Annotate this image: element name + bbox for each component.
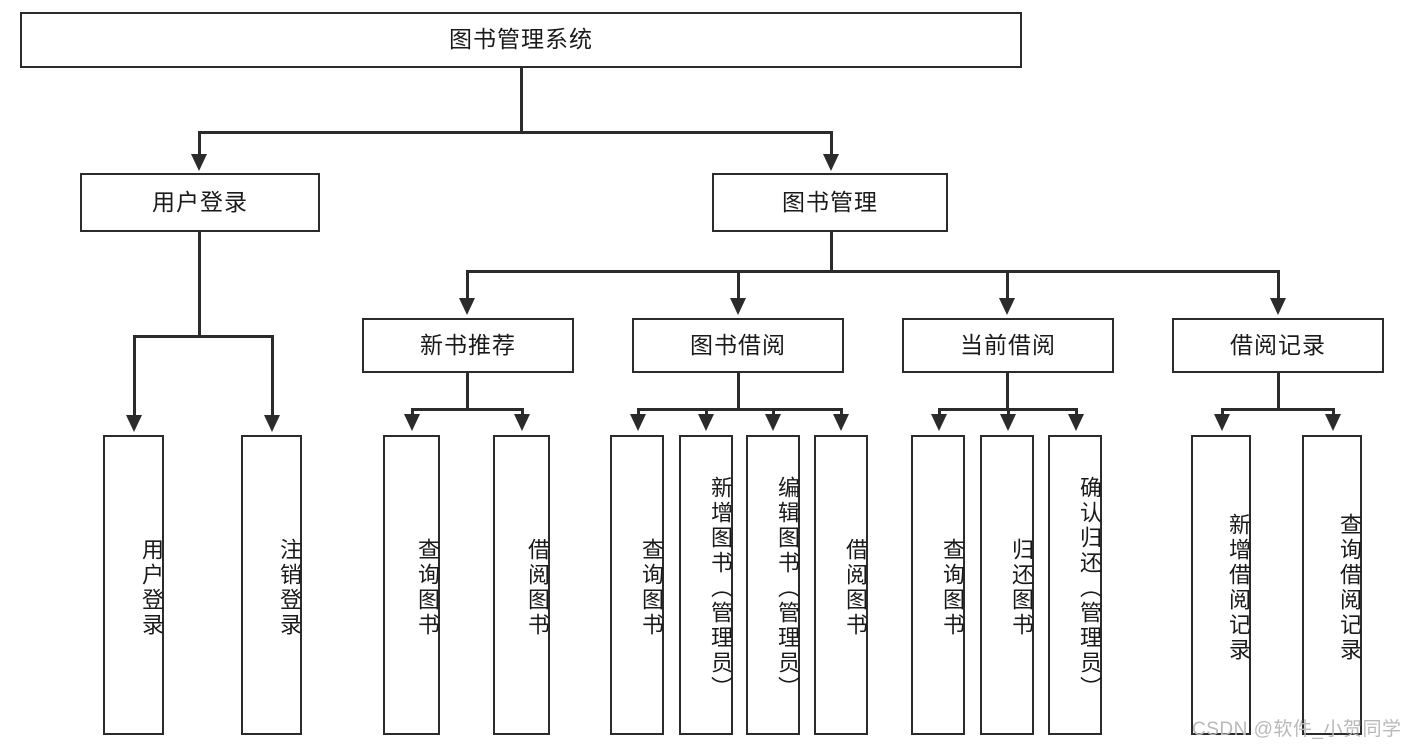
leaf-user-login[interactable]: 用户登录 <box>103 435 164 735</box>
node-label: 当前借阅 <box>960 331 1056 358</box>
connector-book-management-bus <box>466 270 1278 273</box>
leaf-query-book-1[interactable]: 查询图书 <box>383 435 440 735</box>
connector-book-borrow-bus <box>637 408 842 411</box>
leaf-query-book-2[interactable]: 查询图书 <box>610 435 664 735</box>
connector-br-to-leaf-2 <box>1332 408 1335 416</box>
node-label: 借阅图书 <box>843 538 868 638</box>
connector-bm-to-new-book <box>466 270 469 300</box>
connector-bb-to-leaf-2 <box>705 408 708 416</box>
connector-book-management-stem <box>830 232 833 272</box>
node-new-book-recommend[interactable]: 新书推荐 <box>362 318 574 373</box>
arrowhead-leaf-add-record <box>1214 414 1230 431</box>
node-label: 图书借阅 <box>690 331 786 358</box>
connector-root-bus <box>198 131 832 134</box>
arrowhead-leaf-borrow-book-2 <box>833 414 849 431</box>
connector-cb-to-leaf-1 <box>938 408 941 416</box>
connector-root-stem <box>520 68 523 133</box>
node-label: 确认归还（管理员） <box>1077 475 1102 701</box>
arrowhead-leaf-borrow-book-1 <box>514 414 530 431</box>
leaf-logout-login[interactable]: 注销登录 <box>241 435 302 735</box>
connector-cb-to-leaf-2 <box>1007 408 1010 416</box>
arrowhead-leaf-user-login <box>126 415 142 432</box>
node-label: 注销登录 <box>277 538 302 638</box>
connector-root-to-user-login <box>198 131 201 156</box>
connector-borrow-record-bus <box>1221 408 1334 411</box>
connector-bb-to-leaf-3 <box>772 408 775 416</box>
node-book-management[interactable]: 图书管理 <box>712 173 948 232</box>
node-label: 新增借阅记录 <box>1226 513 1251 663</box>
connector-new-book-stem <box>466 373 469 410</box>
leaf-add-book[interactable]: 新增图书（管理员） <box>679 435 733 735</box>
connector-nb-to-leaf-1 <box>411 408 414 416</box>
leaf-add-record[interactable]: 新增借阅记录 <box>1191 435 1251 735</box>
arrowhead-leaf-query-book-1 <box>404 414 420 431</box>
node-label: 借阅记录 <box>1230 331 1326 358</box>
leaf-return-book[interactable]: 归还图书 <box>980 435 1034 735</box>
arrowhead-leaf-add-book <box>698 414 714 431</box>
connector-root-to-book-management <box>830 131 833 156</box>
connector-bm-to-current-borrow <box>1006 270 1009 300</box>
arrowhead-user-login <box>191 154 207 171</box>
connector-br-to-leaf-1 <box>1221 408 1224 416</box>
connector-user-login-bus <box>133 335 273 338</box>
node-label: 查询借阅记录 <box>1337 513 1362 663</box>
node-label: 查询图书 <box>940 538 965 638</box>
node-label: 图书管理系统 <box>449 26 593 53</box>
arrowhead-borrow-record <box>1270 298 1286 315</box>
connector-user-login-to-leaf-1 <box>133 335 136 417</box>
leaf-confirm-return[interactable]: 确认归还（管理员） <box>1048 435 1102 735</box>
arrowhead-leaf-return-book <box>1000 414 1016 431</box>
connector-user-login-to-leaf-2 <box>271 335 274 417</box>
node-user-login[interactable]: 用户登录 <box>80 173 320 232</box>
node-label: 查询图书 <box>639 538 664 638</box>
connector-bm-to-book-borrow <box>737 270 740 300</box>
csdn-watermark: CSDN @软件_小贺同学 <box>1192 719 1402 740</box>
arrowhead-book-management <box>823 154 839 171</box>
arrowhead-new-book-recommend <box>459 298 475 315</box>
connector-book-borrow-stem <box>737 373 740 410</box>
node-label: 借阅图书 <box>525 538 550 638</box>
arrowhead-book-borrow <box>730 298 746 315</box>
arrowhead-leaf-edit-book <box>765 414 781 431</box>
connector-nb-to-leaf-2 <box>521 408 524 416</box>
leaf-query-book-3[interactable]: 查询图书 <box>911 435 965 735</box>
arrowhead-leaf-confirm-return <box>1068 414 1084 431</box>
arrowhead-leaf-query-record <box>1325 414 1341 431</box>
leaf-borrow-book-1[interactable]: 借阅图书 <box>493 435 550 735</box>
arrowhead-leaf-query-book-3 <box>931 414 947 431</box>
node-label: 用户登录 <box>139 538 164 638</box>
node-label: 查询图书 <box>415 538 440 638</box>
connector-borrow-record-stem <box>1277 373 1280 410</box>
node-current-borrow[interactable]: 当前借阅 <box>902 318 1114 373</box>
node-label: 归还图书 <box>1009 538 1034 638</box>
node-root-book-management-system[interactable]: 图书管理系统 <box>20 12 1022 68</box>
leaf-query-record[interactable]: 查询借阅记录 <box>1302 435 1362 735</box>
connector-cb-to-leaf-3 <box>1075 408 1078 416</box>
connector-bb-to-leaf-1 <box>637 408 640 416</box>
node-label: 新书推荐 <box>420 331 516 358</box>
node-label: 图书管理 <box>782 188 878 215</box>
node-book-borrow[interactable]: 图书借阅 <box>632 318 844 373</box>
node-borrow-record[interactable]: 借阅记录 <box>1172 318 1384 373</box>
arrowhead-leaf-query-book-2 <box>630 414 646 431</box>
connector-bm-to-borrow-record <box>1277 270 1280 300</box>
leaf-edit-book[interactable]: 编辑图书（管理员） <box>746 435 800 735</box>
connector-new-book-bus <box>411 408 523 411</box>
connector-bb-to-leaf-4 <box>840 408 843 416</box>
node-label: 用户登录 <box>152 188 248 215</box>
node-label: 新增图书（管理员） <box>708 475 733 701</box>
connector-user-login-stem <box>198 232 201 337</box>
arrowhead-current-borrow <box>999 298 1015 315</box>
node-label: 编辑图书（管理员） <box>775 475 800 701</box>
arrowhead-leaf-logout-login <box>264 415 280 432</box>
connector-current-borrow-stem <box>1006 373 1009 410</box>
leaf-borrow-book-2[interactable]: 借阅图书 <box>814 435 868 735</box>
